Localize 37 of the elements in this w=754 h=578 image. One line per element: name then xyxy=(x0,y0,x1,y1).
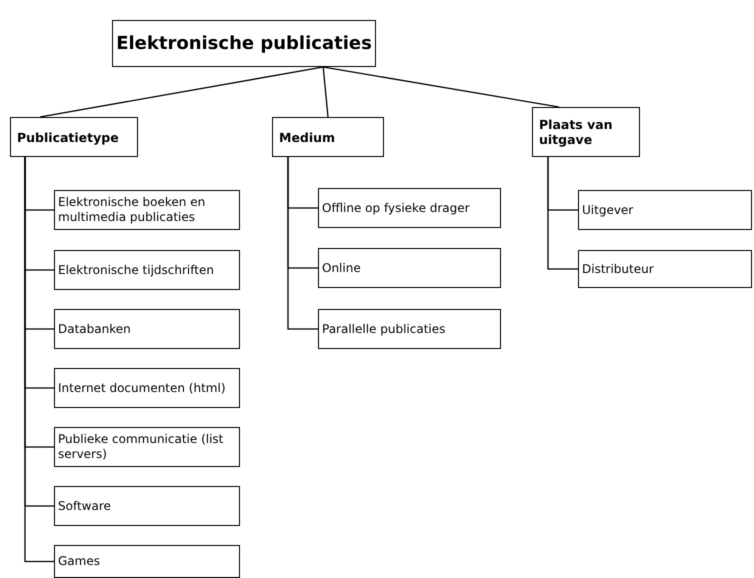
item-box xyxy=(318,309,501,349)
category-box xyxy=(10,117,138,157)
connector-line xyxy=(547,157,578,270)
connector-line xyxy=(322,66,329,118)
root-box xyxy=(112,20,376,67)
node-label: Publieke communicatie (list servers) xyxy=(57,432,224,462)
node-label: Distributeur xyxy=(581,262,654,276)
node-label: Medium xyxy=(278,130,336,144)
node-label: Uitgever xyxy=(581,202,634,218)
item-box xyxy=(54,250,240,290)
item-box xyxy=(578,190,752,230)
item-box xyxy=(54,368,240,408)
item-box xyxy=(54,545,240,578)
connector-line xyxy=(323,66,560,108)
node-label: Elektronische tijdschriften xyxy=(57,262,214,278)
item-box xyxy=(54,190,240,230)
item-box xyxy=(54,486,240,526)
node-label: Plaats van uitgave xyxy=(538,117,614,147)
node-label: Elektronische boeken en multimedia publicaties xyxy=(57,195,206,225)
node-label: Software xyxy=(57,498,111,514)
item-box xyxy=(54,309,240,349)
connector-line xyxy=(40,66,324,118)
item-box xyxy=(318,188,501,228)
node-label: Elektronische publicaties xyxy=(115,36,373,51)
category-box xyxy=(272,117,384,157)
item-box xyxy=(54,427,240,467)
node-label: Parallelle publicaties xyxy=(321,322,446,336)
node-label: Publicatietype xyxy=(16,130,119,144)
node-label: Online xyxy=(321,260,361,276)
node-label: Games xyxy=(57,554,100,569)
category-box xyxy=(532,107,640,157)
node-label: Databanken xyxy=(57,322,131,336)
node-label: Internet documenten (html) xyxy=(57,380,226,396)
connector-line xyxy=(287,157,318,330)
item-box xyxy=(578,250,752,288)
node-label: Offline op fysieke drager xyxy=(321,200,470,216)
item-box xyxy=(318,248,501,288)
